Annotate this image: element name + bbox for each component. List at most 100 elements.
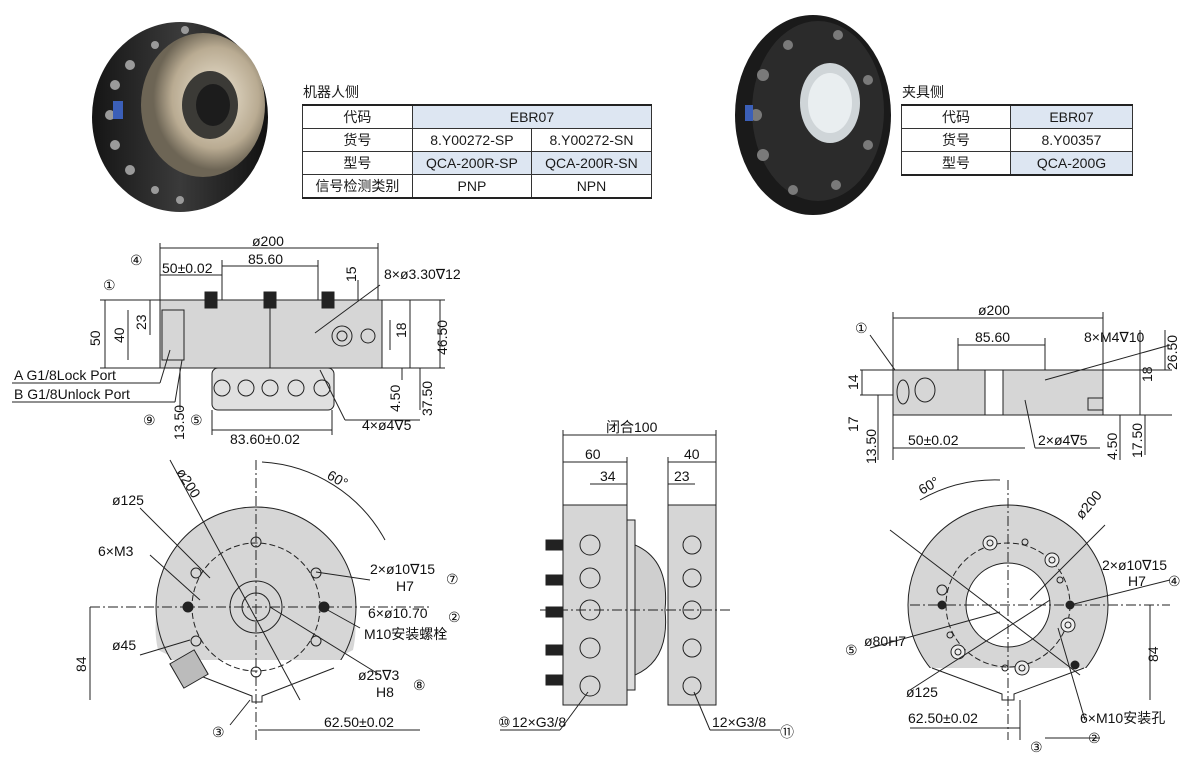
robot-bottom-view — [89, 459, 430, 740]
robot-side-spec-table: 代码 EBR07 货号 8.Y00272-SP 8.Y00272-SN 型号 Q… — [302, 104, 653, 199]
dim-40: 40 — [111, 327, 127, 343]
signal-npn: NPN — [530, 174, 653, 199]
model: QCA-200G — [1010, 151, 1133, 176]
code-value: EBR07 — [411, 104, 653, 129]
part-no: 8.Y00357 — [1010, 128, 1133, 152]
dim-h3b: H8 — [376, 684, 394, 700]
dim-d200: ø200 — [252, 233, 284, 249]
dim-pins-tool: 2×ø4∇5 — [1038, 432, 1088, 448]
callout-4: ④ — [130, 252, 143, 268]
dim-d200-bottom: ø200 — [173, 465, 204, 501]
tool-side-title: 夹具侧 — [902, 84, 944, 100]
dim-23: 23 — [133, 314, 149, 330]
callout-3: ③ — [212, 724, 225, 740]
dim-closed: 闭合100 — [606, 419, 658, 435]
row-label: 信号检测类别 — [302, 174, 413, 199]
callout-1: ① — [103, 277, 116, 293]
dim-84-tool: 84 — [1145, 646, 1161, 662]
tool-side-spec-table: 代码 EBR07 货号 8.Y00357 型号 QCA-200G — [901, 104, 1133, 176]
dim-450: 4.50 — [387, 385, 403, 412]
dim-d125: ø125 — [112, 492, 144, 508]
row-label: 代码 — [901, 104, 1011, 129]
dim-4650: 46.50 — [434, 320, 450, 355]
dim-m10: 6×M10安装孔 — [1080, 710, 1165, 726]
dim-18-tool: 18 — [1139, 366, 1155, 382]
dim-15: 15 — [343, 266, 359, 282]
callout-5-tool: ⑤ — [845, 642, 858, 658]
dim-50v: 50 — [87, 330, 103, 346]
row-label: 型号 — [302, 151, 413, 175]
dim-85-tool: 85.60 — [975, 329, 1010, 345]
dim-50: 50±0.02 — [162, 260, 213, 276]
ports-right: 12×G3/8 — [712, 714, 766, 730]
dim-h1b: H7 — [396, 578, 414, 594]
tool-bottom-view — [869, 479, 1171, 740]
dim-60: 60 — [585, 446, 601, 462]
dim-6250: 62.50±0.02 — [324, 714, 394, 730]
dim-450-tool: 4.50 — [1104, 433, 1120, 460]
callout-8: ⑧ — [413, 677, 426, 693]
callout-5: ⑤ — [190, 412, 203, 428]
dim-h1: 2×ø10∇15 — [370, 561, 435, 577]
dim-84: 84 — [73, 656, 89, 672]
row-label: 代码 — [302, 104, 413, 129]
signal-pnp: PNP — [411, 174, 532, 199]
robot-side-title: 机器人侧 — [303, 84, 359, 100]
dim-85: 85.60 — [248, 251, 283, 267]
tool-side-photo — [735, 15, 891, 215]
dim-holes: 8×ø3.30∇12 — [384, 266, 461, 282]
dim-holes-tool: 8×M4∇10 — [1084, 329, 1145, 345]
row-label: 货号 — [302, 128, 413, 152]
dim-d45: ø45 — [112, 637, 136, 653]
dim-8360: 83.60±0.02 — [230, 431, 300, 447]
tool-side-view — [860, 312, 1172, 460]
dim-h1-tool: 2×ø10∇15 — [1102, 557, 1167, 573]
dim-d80: ø80H7 — [864, 633, 906, 649]
part-no-sp: 8.Y00272-SP — [411, 128, 532, 152]
dim-d200-tool: ø200 — [978, 302, 1010, 318]
robot-side-view — [12, 243, 445, 435]
dim-1350: 13.50 — [171, 405, 187, 440]
dim-2650: 26.50 — [1164, 335, 1180, 370]
callout-10: ⑩ — [498, 714, 511, 730]
row-label: 货号 — [901, 128, 1011, 152]
callout-2-tool: ② — [1088, 730, 1101, 746]
callout-2: ② — [448, 609, 461, 625]
dim-angle-tool: 60° — [916, 473, 942, 497]
dim-angle: 60° — [325, 467, 351, 491]
callout-7: ⑦ — [446, 571, 459, 587]
callout-1-tool: ① — [855, 320, 868, 336]
dim-h2b: M10安装螺栓 — [364, 626, 447, 642]
dim-d125-tool: ø125 — [906, 684, 938, 700]
dim-34: 34 — [600, 468, 616, 484]
robot-side-photo — [92, 22, 268, 212]
callout-4-tool: ④ — [1168, 573, 1181, 589]
dim-23: 23 — [674, 468, 690, 484]
dim-h2: 6×ø10.70 — [368, 605, 428, 621]
dim-3750: 37.50 — [419, 381, 435, 416]
part-no-sn: 8.Y00272-SN — [530, 128, 653, 152]
dim-17: 17 — [845, 416, 861, 432]
dim-pins: 4×ø4∇5 — [362, 417, 412, 433]
model-sn: QCA-200R-SN — [530, 151, 653, 175]
dim-m3: 6×M3 — [98, 543, 134, 559]
dim-14: 14 — [845, 374, 861, 390]
dim-40: 40 — [684, 446, 700, 462]
row-label: 型号 — [901, 151, 1011, 176]
model-sp: QCA-200R-SP — [411, 151, 532, 175]
callout-3-tool: ③ — [1030, 739, 1043, 755]
middle-view — [500, 430, 780, 731]
dim-h1b-tool: H7 — [1128, 573, 1146, 589]
callout-9: ⑨ — [143, 412, 156, 428]
ports-left: 12×G3/8 — [512, 714, 566, 730]
callout-11: ⑪ — [780, 724, 794, 740]
dim-1350-tool: 13.50 — [863, 429, 879, 464]
dim-18: 18 — [393, 322, 409, 338]
port-b-label: B G1/8Unlock Port — [14, 386, 130, 402]
dim-d200-tool-bottom: ø200 — [1072, 487, 1105, 522]
code-value: EBR07 — [1010, 104, 1133, 129]
dim-h3: ø25∇3 — [358, 667, 399, 683]
dim-1750: 17.50 — [1129, 423, 1145, 458]
dim-50-tool: 50±0.02 — [908, 432, 959, 448]
